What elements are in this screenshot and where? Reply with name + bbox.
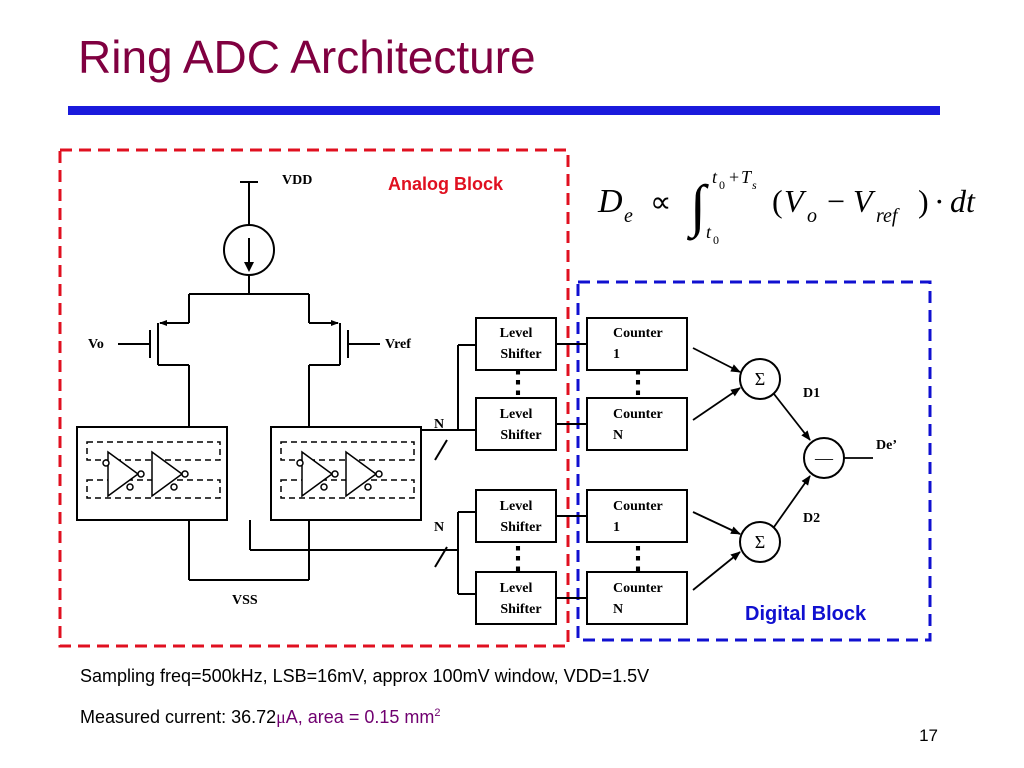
formula-v1: V	[784, 183, 807, 219]
slide-title: Ring ADC Architecture	[78, 31, 536, 83]
ring-dashed-loops	[86, 441, 415, 499]
counter1-bottom-label: Counter	[613, 499, 663, 514]
counter1-top-label: Counter	[613, 326, 663, 341]
digital-block-outline	[576, 280, 932, 642]
ls3-line1: Level	[500, 499, 533, 514]
vss-label: VSS	[232, 593, 258, 608]
counterN-top-label: Counter	[613, 407, 663, 422]
counter-dots-upper: ⋮	[623, 366, 653, 399]
formula-prop: ∝	[650, 186, 671, 219]
analog-block-outline	[58, 148, 570, 648]
formula-integral: ∫	[686, 173, 709, 241]
formula-upper-T: T	[741, 167, 753, 187]
vdd-current-source	[118, 181, 380, 427]
formula-v2: V	[853, 183, 876, 219]
formula-upper-T-sub: s	[752, 178, 757, 192]
bus-width-n-lower: N	[434, 520, 444, 535]
minus-symbol: —	[814, 448, 834, 468]
counter-dots-lower: ⋮	[623, 542, 653, 575]
formula-v2-sub: ref	[876, 205, 900, 227]
vo-label: Vo	[88, 337, 104, 352]
d1-label: D1	[803, 386, 820, 401]
ls1-line2: Shifter	[500, 347, 541, 362]
digital-block-label: Digital Block	[745, 603, 867, 625]
ls4-line1: Level	[500, 581, 533, 596]
title-underline-bar	[68, 106, 940, 115]
formula-upper-t: t	[712, 167, 718, 187]
caption-line-1: Sampling freq=500kHz, LSB=16mV, approx 1…	[80, 666, 650, 686]
level-shifter-boxes	[475, 317, 557, 625]
counterN-bottom-label: Counter	[613, 581, 663, 596]
caption-area: A, area = 0.15 mm	[285, 707, 435, 727]
vref-label: Vref	[385, 337, 411, 352]
caption-current-label: Measured current: 36.72	[80, 707, 277, 727]
sum2-symbol: Σ	[755, 532, 765, 552]
ls2-line2: Shifter	[500, 428, 541, 443]
ls4-line2: Shifter	[500, 602, 541, 617]
analog-block-label: Analog Block	[388, 174, 504, 194]
ls2-line1: Level	[500, 407, 533, 422]
formula-upper-t-sub: 0	[719, 178, 725, 192]
caption-line-2: Measured current: 36.72μA, area = 0.15 m…	[80, 707, 440, 728]
ring-inverters	[102, 450, 383, 498]
counter1-top-index: 1	[613, 347, 620, 362]
ls-to-counter-links	[556, 343, 587, 599]
formula-close-paren: )	[918, 183, 929, 219]
de-output-label: De’	[876, 438, 897, 453]
formula-dt: dt	[950, 183, 976, 219]
formula-v1-sub: o	[807, 205, 817, 227]
ls1-line1: Level	[500, 326, 533, 341]
formula-upper-plus: +	[729, 167, 739, 187]
formula-lower-t: t	[706, 222, 712, 242]
ls3-line2: Shifter	[500, 520, 541, 535]
formula-open-paren: (	[772, 183, 783, 219]
formula-lower-t-sub: 0	[713, 233, 719, 247]
counterN-bottom-index: N	[613, 602, 623, 617]
formula-minus: −	[827, 183, 845, 219]
bus-width-n-upper: N	[434, 417, 444, 432]
counterN-top-index: N	[613, 428, 623, 443]
ring-oscillators	[76, 426, 458, 581]
formula: D e ∝ ∫ t 0 + T s t 0 ( V o − V ref ) · …	[597, 167, 976, 247]
level-shifter-buses	[434, 344, 476, 595]
counter-boxes	[586, 317, 688, 625]
caption-sup: 2	[434, 707, 441, 719]
page-number: 17	[919, 726, 938, 745]
counter1-bottom-index: 1	[613, 520, 620, 535]
digital-arrows	[692, 347, 873, 591]
d2-label: D2	[803, 511, 820, 526]
formula-dot: ·	[934, 183, 945, 219]
ls-dots-upper: ⋮	[503, 366, 533, 399]
ls-dots-lower: ⋮	[503, 542, 533, 575]
vdd-label: VDD	[282, 173, 312, 188]
adders	[739, 358, 845, 563]
caption-mu: μ	[276, 707, 286, 727]
formula-lhs: D	[597, 183, 623, 220]
formula-lhs-sub: e	[624, 205, 633, 227]
sum1-symbol: Σ	[755, 369, 765, 389]
